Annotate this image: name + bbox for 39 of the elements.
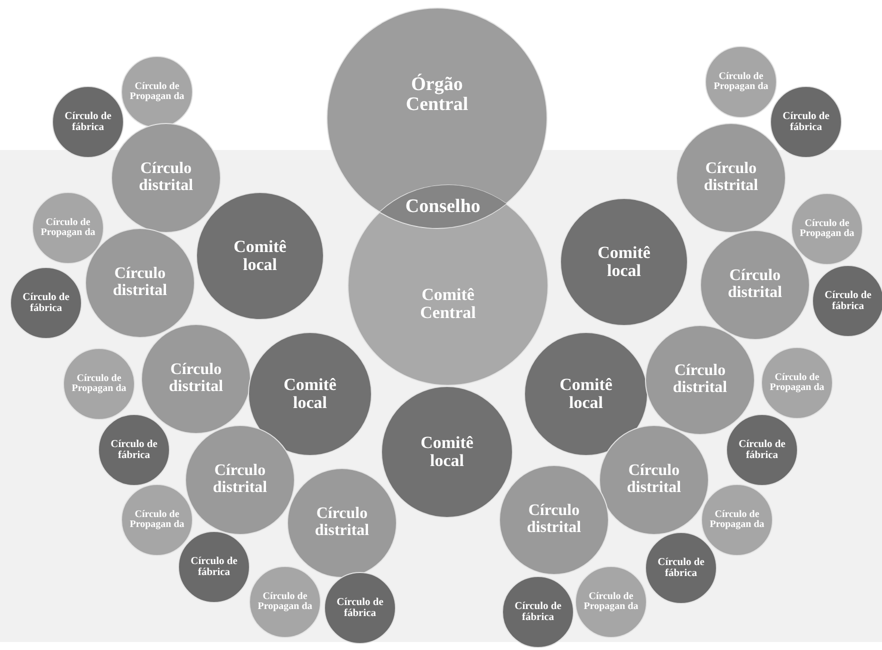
bubble-label: Círculo de fábrica [656, 556, 706, 580]
bubble-label: Círculo de fábrica [64, 110, 112, 134]
bubble-label: Círculo de fábrica [336, 596, 384, 620]
bubble-label: Comitê local [282, 376, 338, 412]
bubble-label: Círculo de fábrica [738, 438, 786, 462]
bubble-label: Comitê Central [419, 286, 477, 322]
bubble-label: Círculo de fábrica [190, 556, 238, 578]
bubble-label: Círculo de Propagan da [40, 218, 96, 238]
bubble-label: Círculo de Propagan da [712, 72, 770, 92]
bubble-label: Círculo de Propagan da [256, 592, 314, 612]
bubble-label: Círculo distrital [168, 362, 224, 396]
bubble-label: Círculo distrital [212, 463, 268, 497]
bubble-label: Conselho [405, 196, 480, 216]
bubble-label: Círculo de Propagan da [798, 218, 856, 240]
bubble-label: Círculo de Propagan da [128, 510, 186, 530]
bubble-label: Círculo de Propagan da [582, 592, 640, 612]
bubble-label: Comitê local [558, 376, 614, 412]
bubble-label: Círculo de Propagan da [70, 374, 128, 394]
bubble-label: Órgão Central [404, 75, 470, 115]
bubble-label: Círculo distrital [702, 161, 760, 195]
bubble-label: Círculo de fábrica [110, 438, 158, 462]
bubble-label: Círculo distrital [112, 266, 168, 300]
bubble-label: Círculo distrital [526, 503, 582, 537]
bubble-label: Círculo de Propagan da [768, 372, 826, 394]
bubble-label: Círculo distrital [138, 161, 194, 195]
bubble-label: Comitê local [596, 244, 652, 280]
bubble-label: Círculo de Propagan da [708, 510, 766, 530]
crescent-shape [327, 8, 547, 212]
bubble-label: Círculo distrital [672, 363, 728, 397]
bubble-label: Círculo de fábrica [782, 110, 830, 134]
bubble-label: Círculo de Propagan da [128, 82, 186, 102]
bubble-label: Comitê local [232, 238, 288, 274]
bubble-label: Círculo de fábrica [514, 600, 562, 624]
bubble-label: Círculo de fábrica [22, 292, 70, 314]
bubble-label: Círculo distrital [314, 506, 370, 540]
bubble-label: Círculo distrital [726, 268, 784, 302]
bubble-label: Círculo de fábrica [824, 290, 872, 312]
bubble-label: Círculo distrital [626, 463, 682, 497]
bubble-label: Comitê local [420, 434, 474, 470]
